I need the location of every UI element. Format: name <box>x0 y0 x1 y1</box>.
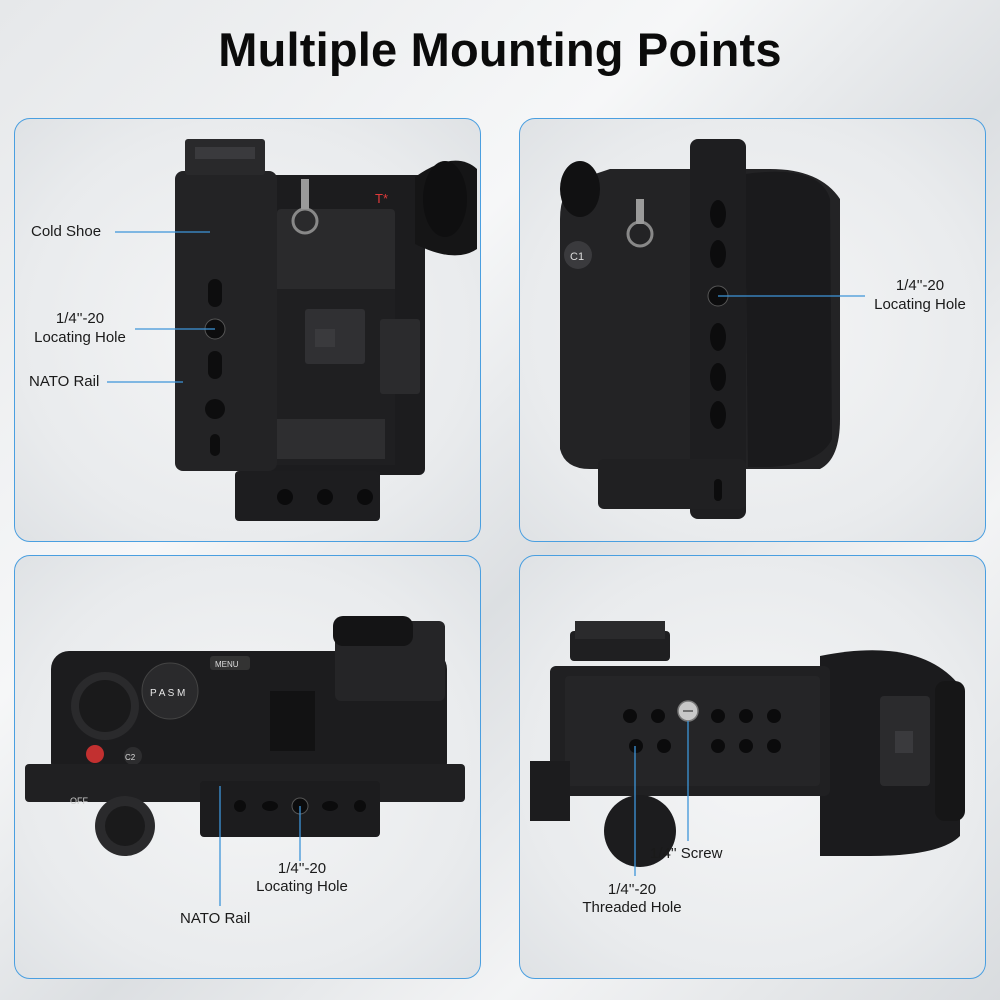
c1-button-mark: C1 <box>570 251 584 263</box>
locating-hole-label-line2: Locating Hole <box>34 329 126 346</box>
page-title: Multiple Mounting Points <box>218 23 782 76</box>
camera-brand-mark: T* <box>375 191 388 206</box>
panel-top-view: P A S M MENU C2 OFF 1/4''-20 Locating Ho… <box>14 555 481 979</box>
camera-side-illustration: T* <box>107 139 477 521</box>
camera-grip-illustration: C1 <box>560 139 865 519</box>
off-mark: OFF <box>70 796 88 806</box>
nato-rail-label: NATO Rail <box>180 910 251 927</box>
locating-hole-label-line2: Locating Hole <box>256 878 348 895</box>
c2-button-mark: C2 <box>125 753 136 762</box>
threaded-hole-label-line2: Threaded Hole <box>582 899 682 916</box>
locating-hole-label-line2: Locating Hole <box>874 296 966 313</box>
panel-grip-view: C1 1/4''-20 Locating Hole <box>519 118 986 542</box>
locating-hole-label-line1: 1/4''-20 <box>277 860 327 877</box>
threaded-hole-label-line1: 1/4''-20 <box>607 881 657 898</box>
camera-bottom-illustration <box>530 621 965 876</box>
nato-rail-label: NATO Rail <box>29 373 100 390</box>
locating-hole-label-line1: 1/4''-20 <box>895 277 945 294</box>
locating-hole-label-line1: 1/4''-20 <box>55 310 105 327</box>
panel-side-view: T* Cold Shoe 1/4''-20 Locating Hole NATO… <box>14 118 481 542</box>
mode-dial-marks: P A S M <box>150 688 185 699</box>
screw-label: 1/4'' Screw <box>650 845 723 862</box>
panel-bottom-view: 1/4'' Screw 1/4''-20 Threaded Hole <box>519 555 986 979</box>
cold-shoe-label: Cold Shoe <box>31 223 102 240</box>
camera-top-illustration: P A S M MENU C2 OFF <box>25 616 465 906</box>
menu-button-mark: MENU <box>215 660 239 669</box>
